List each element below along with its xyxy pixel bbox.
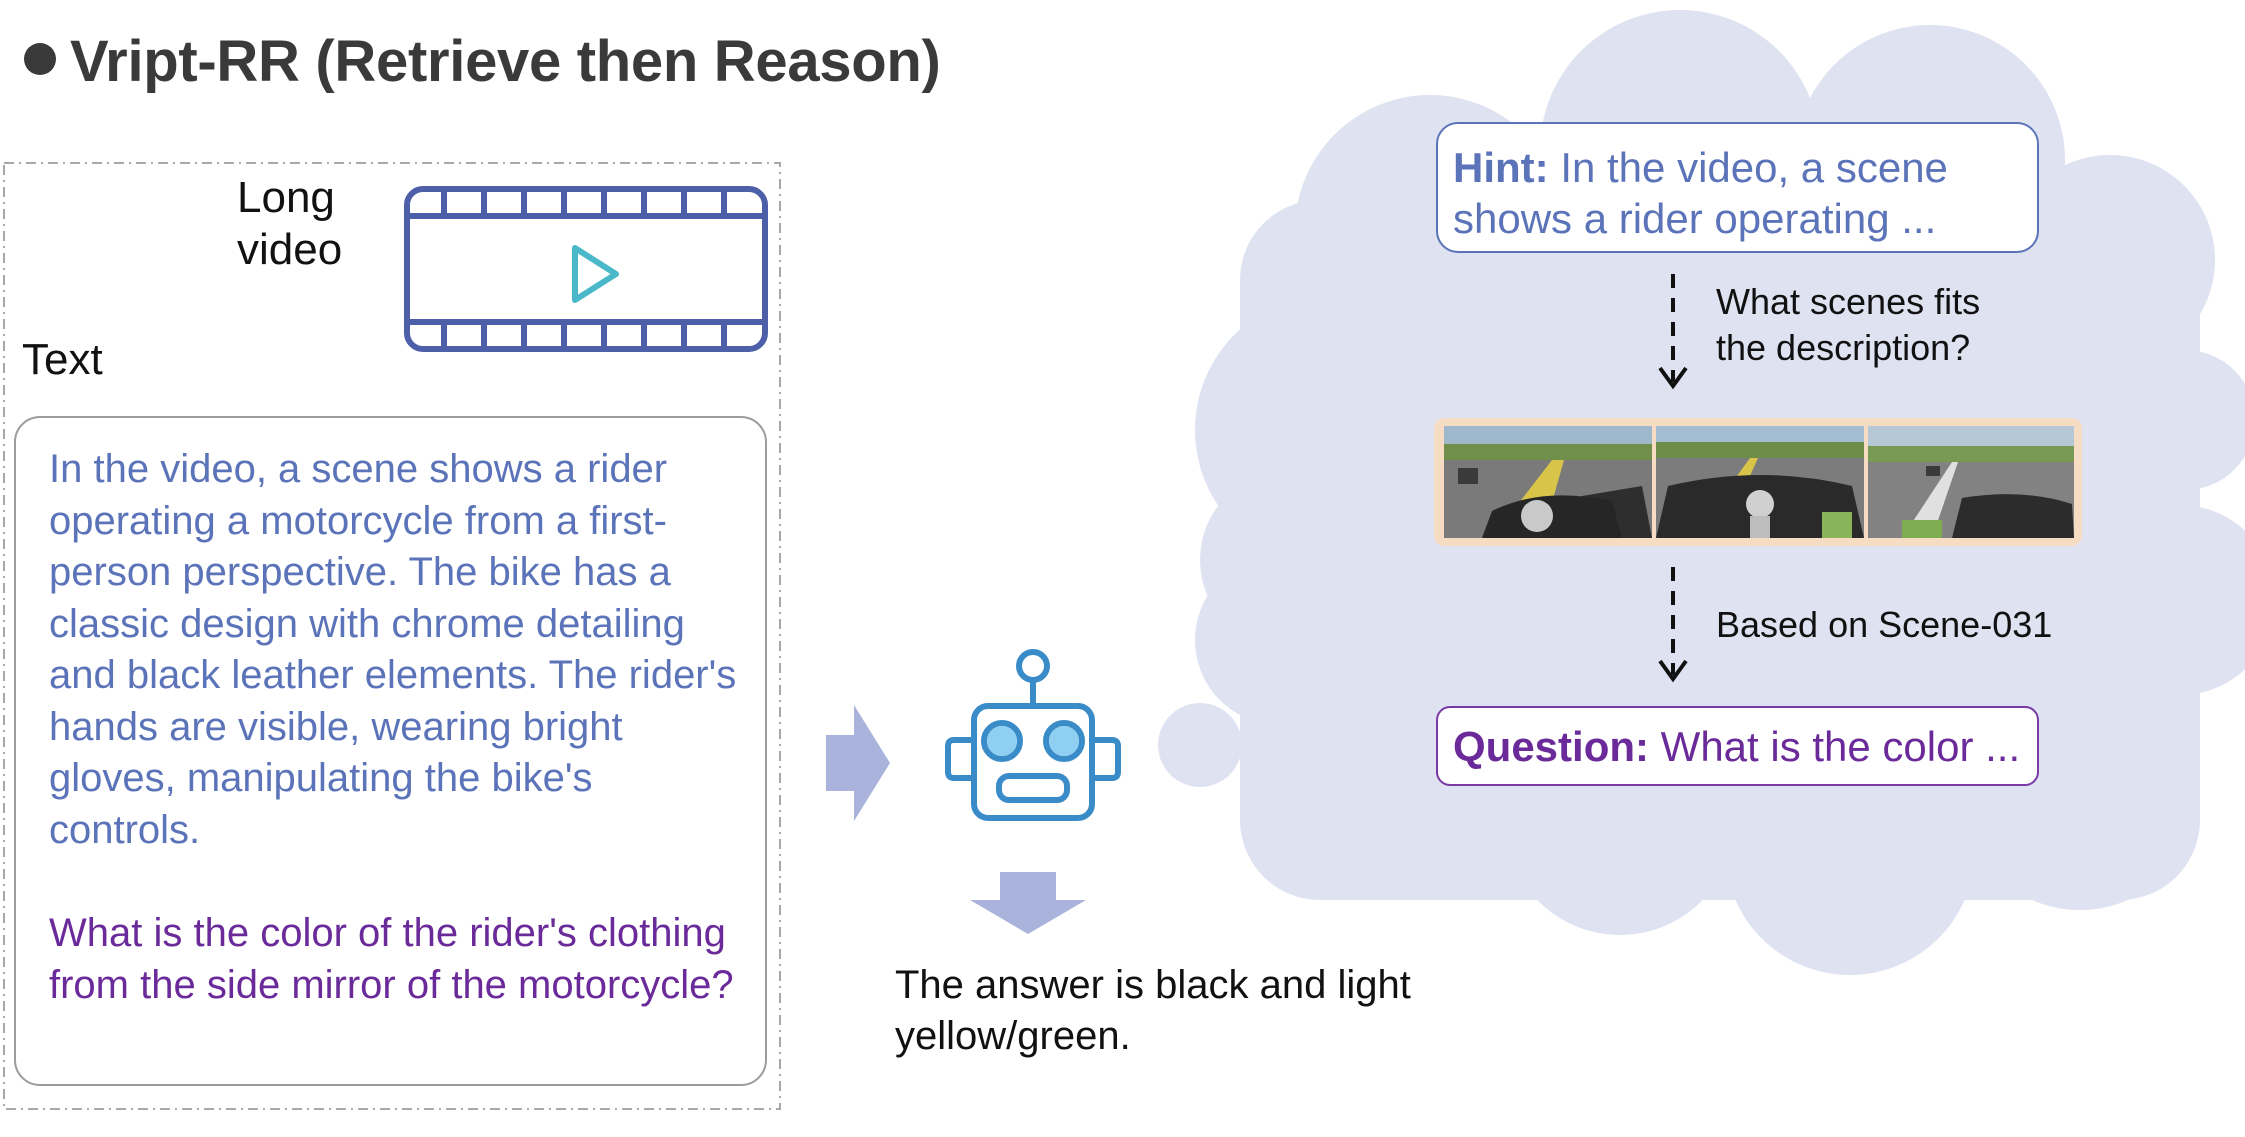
bullet-dot <box>24 43 56 75</box>
hint-box: Hint: In the video, a scene shows a ride… <box>1436 122 2039 253</box>
arrow-right-icon <box>826 705 890 821</box>
arrow-down-icon <box>970 872 1086 934</box>
dashed-arrow-2 <box>1658 567 1688 683</box>
page-title: Vript-RR (Retrieve then Reason) <box>24 28 941 95</box>
scene-thumbnails <box>1434 418 2082 546</box>
step1-label: What scenes fits the description? <box>1716 281 1981 368</box>
text-card: In the video, a scene shows a rider oper… <box>14 416 767 1086</box>
input-question: What is the color of the rider's clothin… <box>49 911 734 1007</box>
question-box: Question: What is the color ... <box>1436 706 2039 786</box>
robot-icon <box>945 649 1121 821</box>
film-strip-icon <box>404 186 768 352</box>
scene-thumbnail-2 <box>1656 426 1864 538</box>
hint-text: In the video, a scene shows a rider oper… <box>1453 144 1948 242</box>
hint-label: Hint: <box>1453 144 1549 191</box>
step2-label: Based on Scene-031 <box>1716 604 2053 645</box>
play-icon <box>572 245 619 303</box>
input-frame <box>3 162 781 1110</box>
question-label: Question: <box>1453 723 1649 770</box>
answer-text: The answer is black and light yellow/gre… <box>895 963 1411 1058</box>
text-label: Text <box>22 335 103 384</box>
long-video-label: Long video <box>237 173 343 274</box>
title-text: Vript-RR (Retrieve then Reason) <box>70 29 941 94</box>
dashed-arrow-1 <box>1658 274 1688 390</box>
scene-thumbnail-1 <box>1444 426 1652 538</box>
video-description: In the video, a scene shows a rider oper… <box>49 447 737 852</box>
scene-thumbnail-3 <box>1868 426 2074 538</box>
question-box-text: What is the color ... <box>1660 723 2021 770</box>
